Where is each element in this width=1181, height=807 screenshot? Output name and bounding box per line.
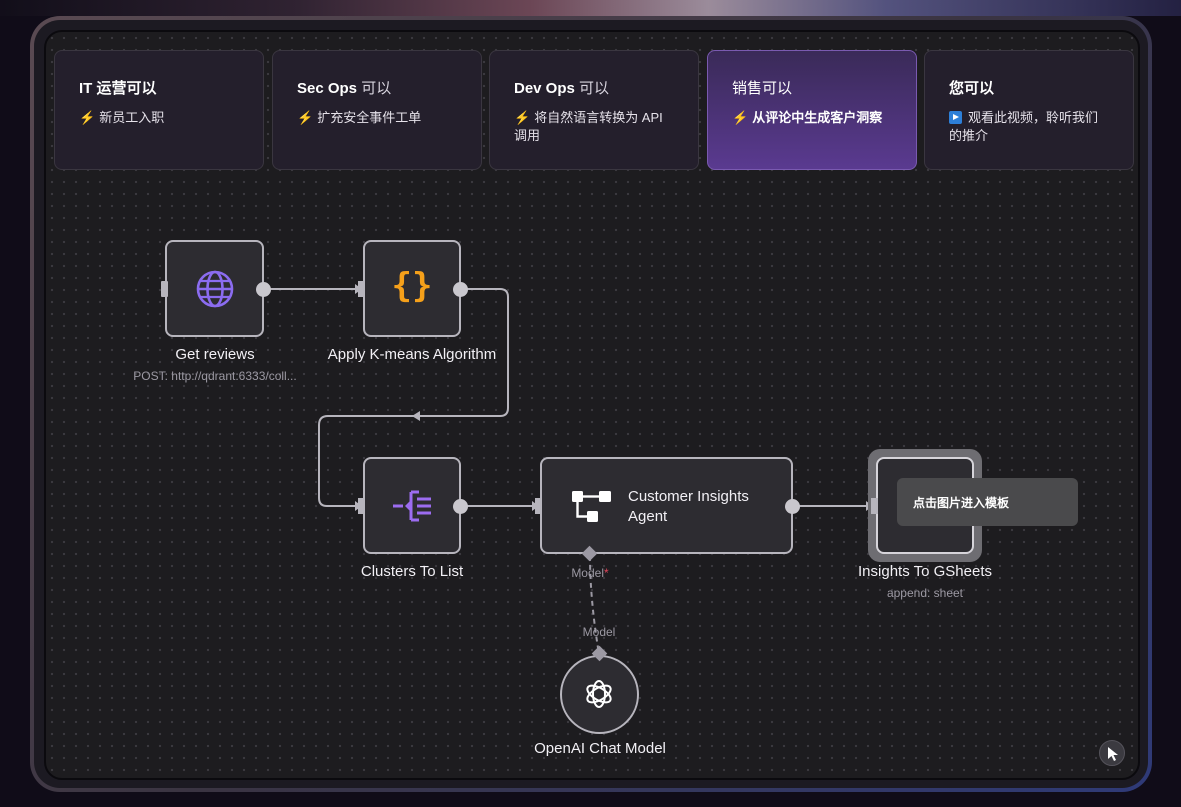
cursor-icon: [1108, 747, 1118, 761]
agent-tree-icon: [572, 491, 611, 522]
play-icon: [949, 111, 962, 124]
output-port[interactable]: [256, 282, 271, 297]
input-port[interactable]: [358, 281, 365, 297]
curly-braces-icon: {}: [391, 266, 433, 306]
tab-title: Sec Ops 可以: [297, 80, 392, 97]
node-label: Apply K-means Algorithm: [327, 346, 497, 363]
tab-you[interactable]: 您可以 观看此视频，聆听我们的推介: [924, 50, 1134, 170]
node-label: OpenAI Chat Model: [534, 740, 666, 757]
node-kmeans[interactable]: {}: [363, 240, 461, 337]
node-clusters-to-list[interactable]: [363, 457, 461, 554]
node-label: Insights To GSheets: [858, 563, 992, 580]
tab-title: 您可以: [949, 80, 995, 97]
node-label: Get reviews: [175, 346, 255, 363]
edge-model-connection: [589, 555, 600, 655]
input-port[interactable]: [535, 498, 542, 514]
split-list-icon: [393, 490, 431, 522]
tab-title: 销售可以: [732, 80, 793, 97]
output-port[interactable]: [453, 499, 468, 514]
top-glow-decoration: [0, 0, 1181, 16]
tab-desc: 观看此视频，聆听我们的推介: [949, 110, 1099, 143]
tab-sec-ops[interactable]: Sec Ops 可以 ⚡扩充安全事件工单: [272, 50, 482, 170]
pointer-mode-button[interactable]: [1099, 740, 1125, 766]
input-port[interactable]: [871, 498, 878, 514]
openai-icon: [586, 680, 612, 708]
lightning-icon: ⚡: [297, 110, 314, 125]
tab-desc: ⚡新员工入职: [79, 110, 165, 125]
node-label: Clusters To List: [360, 563, 464, 580]
input-port[interactable]: [161, 281, 168, 297]
template-tooltip: 点击图片进入模板: [897, 478, 1078, 526]
tab-title: Dev Ops 可以: [514, 80, 610, 97]
output-port[interactable]: [785, 499, 800, 514]
lightning-icon: ⚡: [732, 110, 749, 125]
input-port[interactable]: [358, 498, 365, 514]
tab-desc: ⚡将自然语言转换为 API 调用: [514, 110, 663, 143]
edge-arrow: [412, 411, 420, 421]
output-port[interactable]: [453, 282, 468, 297]
node-subtitle: POST: http://qdrant:6333/coll...: [133, 369, 297, 383]
tab-title: IT 运营可以: [79, 80, 157, 97]
node-get-reviews[interactable]: [165, 240, 264, 337]
node-openai-chat-model[interactable]: [560, 655, 639, 734]
globe-icon: [196, 270, 234, 308]
node-subtitle: append: sheet: [886, 586, 964, 600]
tab-sales[interactable]: 销售可以 ⚡从评论中生成客户洞察: [707, 50, 917, 170]
tab-desc: ⚡扩充安全事件工单: [297, 110, 422, 125]
tab-it-ops[interactable]: IT 运营可以 ⚡新员工入职: [54, 50, 264, 170]
tab-desc: ⚡从评论中生成客户洞察: [732, 110, 883, 125]
model-port-label: Model: [582, 625, 616, 639]
lightning-icon: ⚡: [514, 110, 531, 125]
lightning-icon: ⚡: [79, 110, 96, 125]
tab-dev-ops[interactable]: Dev Ops 可以 ⚡将自然语言转换为 API 调用: [489, 50, 699, 170]
model-port-label: Model*: [571, 566, 609, 580]
